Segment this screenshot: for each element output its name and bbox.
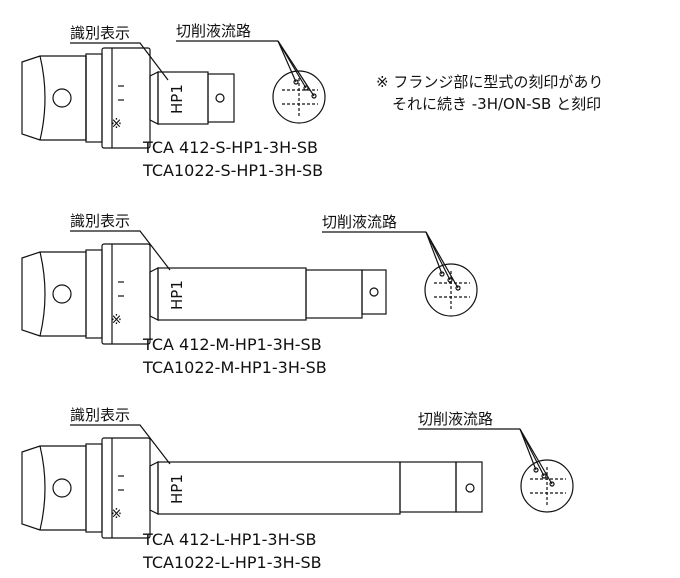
sleeve <box>399 461 457 513</box>
sleeve <box>305 269 363 319</box>
coolant-hole-3 <box>549 481 555 487</box>
bolt-icon <box>215 93 225 103</box>
head-block <box>455 461 483 513</box>
shank-contour <box>39 251 46 337</box>
shank-extension <box>157 461 401 515</box>
coolant-hole-1 <box>293 79 299 85</box>
head-block <box>361 269 387 315</box>
engraving-symbol: ※ <box>111 507 122 522</box>
coolant-hole-2 <box>303 85 309 91</box>
model-name-1022: TCA1022-S-HP1-3H-SB <box>142 161 323 180</box>
shank-contour <box>39 445 46 531</box>
coolant-channel-label: 切削液流路 <box>322 213 397 231</box>
bolt-icon <box>465 483 475 493</box>
shank-body <box>21 55 87 141</box>
identification-leader <box>70 424 171 465</box>
shank-body <box>21 445 87 531</box>
tool-m: 識別表示 切削液流路 ※ HP1 TCA 412-M-HP1-3H-SB TCA… <box>21 212 478 377</box>
identification-label: 識別表示 <box>70 24 130 42</box>
head-block <box>207 73 235 123</box>
hp1-marking: HP1 <box>168 84 186 114</box>
ring <box>85 249 103 339</box>
coolant-channel-label: 切削液流路 <box>176 22 251 40</box>
coolant-channel-label: 切削液流路 <box>418 410 493 428</box>
tool-l: 識別表示 切削液流路 ※ HP1 TCA 412-L-HP1-3H-SB TCA… <box>21 406 574 572</box>
ring <box>85 53 103 143</box>
model-name-412: TCA 412-L-HP1-3H-SB <box>142 530 317 549</box>
set-screw-icon <box>52 284 72 304</box>
set-screw-icon <box>52 88 72 108</box>
coolant-hole-2 <box>447 277 453 283</box>
front-view-circle <box>520 459 574 513</box>
engraving-note-line-2: それに続き -3H/ON-SB と刻印 <box>392 95 601 113</box>
front-view-circle <box>272 70 326 124</box>
identification-leader <box>70 42 169 81</box>
model-name-1022: TCA1022-M-HP1-3H-SB <box>142 358 327 377</box>
model-name-412: TCA 412-S-HP1-3H-SB <box>142 138 318 157</box>
coolant-hole-1 <box>533 467 539 473</box>
hp1-marking: HP1 <box>168 280 186 310</box>
tool-s: 識別表示 切削液流路 ※ HP1 TCA 412-S-HP1-3H-SB <box>21 22 326 180</box>
coolant-hole-3 <box>455 285 461 291</box>
ring <box>85 443 103 533</box>
model-name-412: TCA 412-M-HP1-3H-SB <box>142 335 322 354</box>
front-view-circle <box>424 263 478 317</box>
engraving-note-line-1: ※ フランジ部に型式の刻印があり <box>376 73 603 91</box>
coolant-hole-1 <box>439 271 445 277</box>
shank-contour <box>39 55 46 141</box>
bolt-icon <box>369 287 379 297</box>
engraving-symbol: ※ <box>111 313 122 328</box>
flange <box>101 243 151 345</box>
identification-label: 識別表示 <box>70 212 130 230</box>
model-name-1022: TCA1022-L-HP1-3H-SB <box>142 553 322 572</box>
hp1-marking: HP1 <box>168 474 186 504</box>
coolant-hole-2 <box>541 473 547 479</box>
flange <box>101 437 151 539</box>
coolant-hole-3 <box>311 93 317 99</box>
set-screw-icon <box>52 478 72 498</box>
shank-body <box>21 251 87 337</box>
identification-leader <box>70 230 171 271</box>
flange <box>101 47 151 149</box>
engraving-symbol: ※ <box>111 117 122 132</box>
identification-label: 識別表示 <box>70 406 130 424</box>
